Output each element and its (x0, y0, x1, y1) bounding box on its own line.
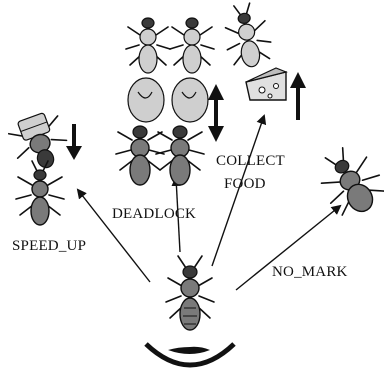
deadlock-ants-icon (116, 18, 224, 185)
label-speed-up: SPEED_UP (12, 238, 86, 254)
speed-up-ants-icon (6, 108, 82, 225)
collect-food-ants-icon (220, 1, 306, 120)
label-no-mark: NO_MARK (272, 264, 348, 280)
deadlock-body-left (128, 78, 164, 122)
label-collect-food-line2: FOOD (224, 176, 266, 192)
no-mark-ant-icon (310, 139, 384, 224)
pheromone-sensor-icon (146, 344, 234, 365)
central-ant-icon (166, 256, 214, 330)
deadlock-body-right (172, 78, 208, 122)
cheese-icon (246, 68, 286, 100)
label-deadlock: DEADLOCK (112, 206, 196, 222)
arrow-to-speed-up (78, 190, 150, 282)
